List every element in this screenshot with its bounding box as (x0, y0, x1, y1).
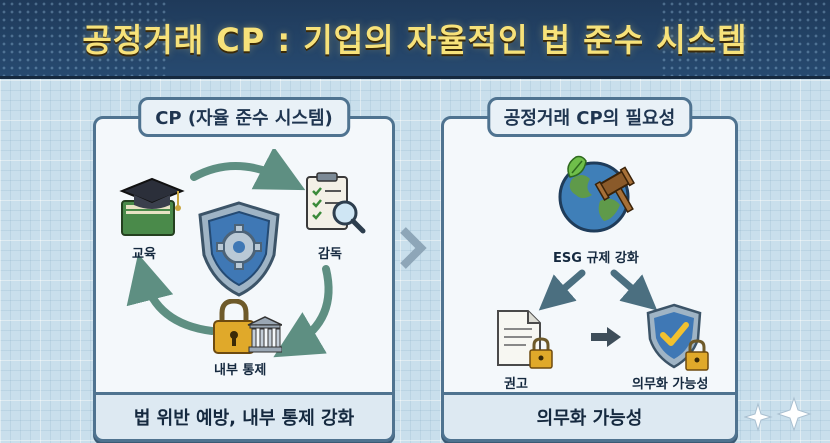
education-label: 교육 (132, 247, 156, 262)
page-title: 공정거래 CP : 기업의 자율적인 법 준수 시스템 (82, 21, 748, 59)
globe-gavel-icon (558, 155, 636, 233)
recommendation-label: 권고 (504, 377, 528, 392)
mandatory-label: 의무화 가능성 (632, 377, 709, 392)
branch-arrows-icon (538, 269, 658, 311)
cp-system-panel: CP (자율 준수 시스템) 교육 (93, 97, 395, 442)
lock-building-icon (213, 299, 282, 354)
shield-check-lock-icon (646, 303, 709, 371)
clipboard-magnifier-icon (306, 172, 366, 234)
shield-gear-icon (198, 201, 280, 297)
title-decoration-left (0, 0, 170, 76)
cp-necessity-header: 공정거래 CP의 필요성 (486, 97, 693, 137)
chevron-right-icon (400, 227, 427, 269)
cp-system-footer: 법 위반 예방, 내부 통제 강화 (93, 392, 395, 442)
supervision-label: 감독 (318, 247, 342, 262)
internal-control-label: 내부 통제 (214, 363, 267, 378)
cycle-arrows-icon (126, 149, 333, 358)
title-decoration-right (660, 0, 830, 76)
esg-label: ESG 규제 강화 (553, 251, 639, 266)
title-bar: 공정거래 CP : 기업의 자율적인 법 준수 시스템 (0, 0, 830, 79)
cp-necessity-panel: 공정거래 CP의 필요성 ESG 규제 강화 (441, 97, 738, 442)
cp-necessity-footer: 의무화 가능성 (441, 392, 738, 442)
arrow-right-icon (591, 327, 621, 347)
graduation-book-icon (119, 177, 185, 236)
sparkle-icon (744, 396, 812, 432)
cp-system-header: CP (자율 준수 시스템) (138, 97, 350, 137)
document-lock-icon (497, 310, 553, 369)
